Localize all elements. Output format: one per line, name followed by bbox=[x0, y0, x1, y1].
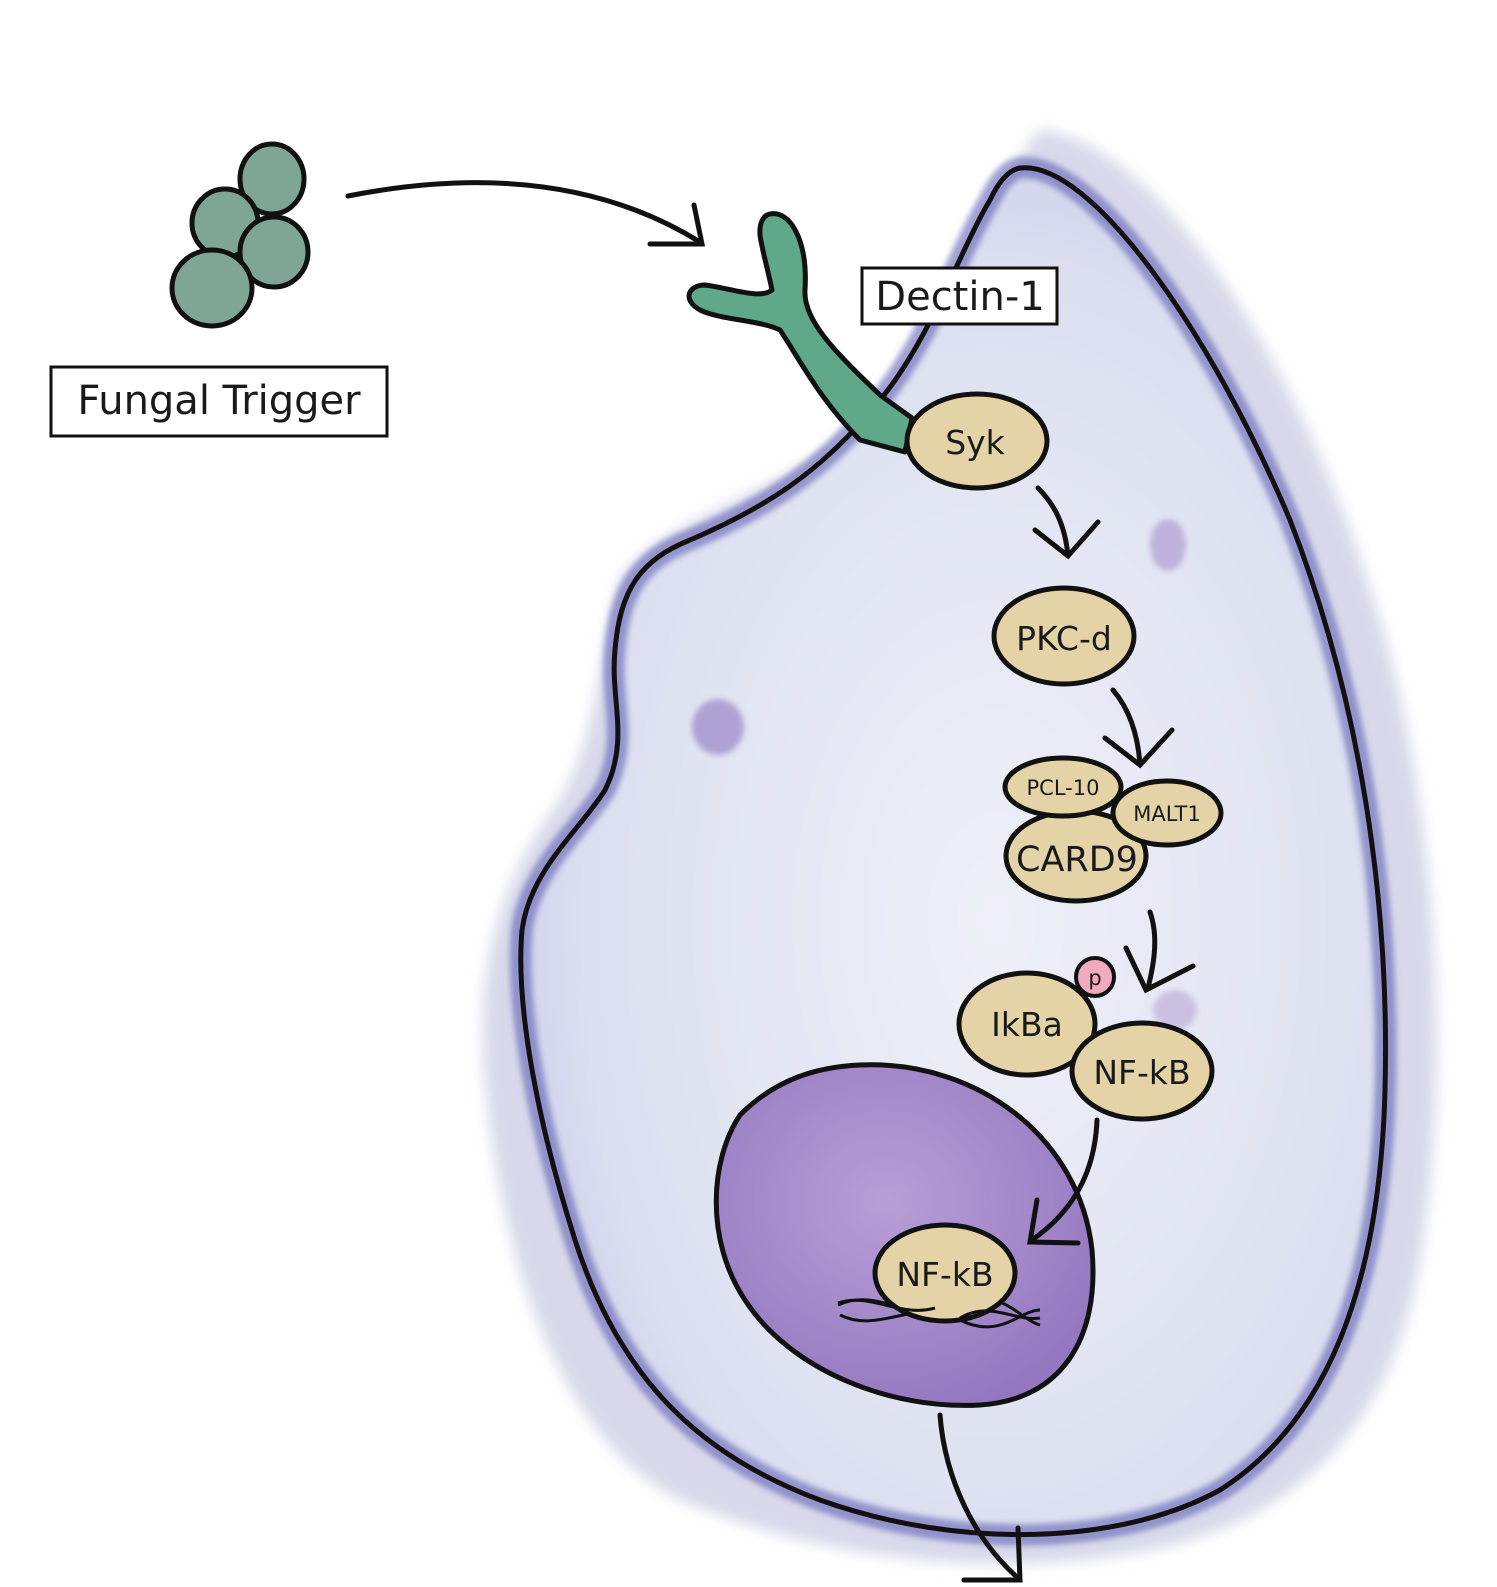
dna-strands-front bbox=[837, 1298, 1041, 1320]
arrow-pkcd-to-complex bbox=[1102, 687, 1175, 769]
dectin1-receptor bbox=[686, 211, 915, 455]
pcl10-label: PCL-10 bbox=[1027, 776, 1100, 800]
nfkb-nuclear bbox=[872, 1222, 1018, 1324]
ikba-protein bbox=[956, 970, 1098, 1078]
arrow-syk-to-pkcd bbox=[1032, 485, 1101, 560]
ikba-label: IkBa bbox=[991, 1005, 1063, 1044]
arrow-output bbox=[937, 1412, 1023, 1583]
fungal-cells bbox=[169, 141, 311, 329]
syk-label: Syk bbox=[945, 423, 1005, 462]
dectin1-label: Dectin-1 bbox=[875, 274, 1044, 320]
arrow-complex-to-ikba bbox=[1123, 909, 1196, 994]
nfkb-cytoplasmic-label: NF-kB bbox=[1093, 1053, 1190, 1092]
fungal-trigger-box bbox=[49, 365, 389, 438]
card9-label: CARD9 bbox=[1016, 840, 1138, 880]
fungal-trigger-label: Fungal Trigger bbox=[77, 378, 361, 424]
nfkb-cytoplasmic bbox=[1069, 1020, 1215, 1122]
cytoplasm-spot bbox=[1150, 519, 1186, 571]
arrow-trigger-to-dectin bbox=[345, 180, 706, 247]
phospho-label: p bbox=[1088, 966, 1101, 990]
malt1-protein bbox=[1110, 778, 1224, 848]
pkcd-label: PKC-d bbox=[1016, 619, 1112, 658]
pcl10-protein bbox=[1002, 755, 1124, 819]
dectin1-box bbox=[860, 266, 1059, 326]
phospho-group bbox=[1074, 956, 1116, 998]
cytoplasm-spot bbox=[692, 699, 744, 755]
nfkb-nuclear-label: NF-kB bbox=[896, 1255, 993, 1294]
pkcd-protein bbox=[991, 585, 1137, 687]
syk-protein bbox=[904, 391, 1050, 491]
cell-outline bbox=[518, 165, 1389, 1538]
arrow-nfkb-to-nucleus bbox=[1027, 1117, 1100, 1246]
malt1-label: MALT1 bbox=[1133, 802, 1200, 826]
cytoplasm-spot bbox=[1153, 990, 1197, 1030]
